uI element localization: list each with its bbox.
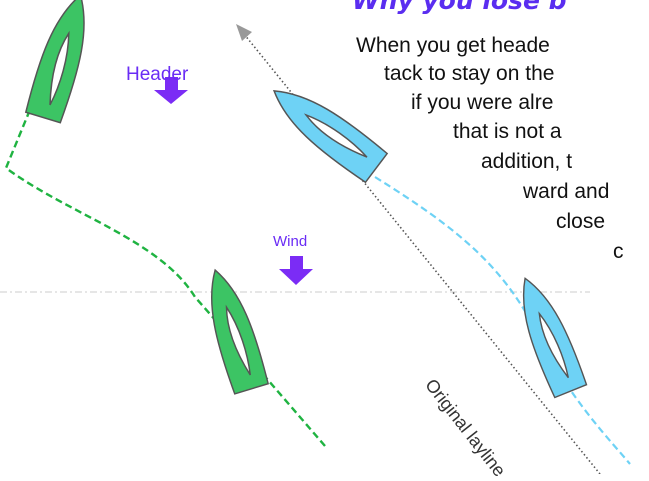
layline-arrowhead-icon [236, 24, 252, 41]
header-down-arrow-icon [154, 77, 188, 104]
header-label: Header [126, 64, 189, 85]
body-text-line: that is not a [453, 120, 562, 143]
body-text-line: When you get heade [356, 34, 550, 57]
green-sailboat-icon [23, 0, 100, 124]
wind-down-arrow-icon [279, 256, 313, 285]
body-text-line: ward and [523, 180, 610, 203]
blue-sailboat-icon [507, 270, 589, 399]
green-boat-track [4, 99, 326, 447]
wind-label: Wind [273, 233, 308, 250]
green-sailboat-icon [196, 263, 270, 395]
blue-sailboat-icon [261, 74, 389, 184]
body-text-line: addition, t [481, 150, 573, 173]
body-text-line: if you were alre [411, 91, 554, 114]
body-text-line: close [556, 210, 606, 233]
body-text-line: c [613, 240, 624, 263]
page-title: Why you lose b [352, 0, 567, 15]
body-text-line: tack to stay on the [384, 62, 555, 85]
